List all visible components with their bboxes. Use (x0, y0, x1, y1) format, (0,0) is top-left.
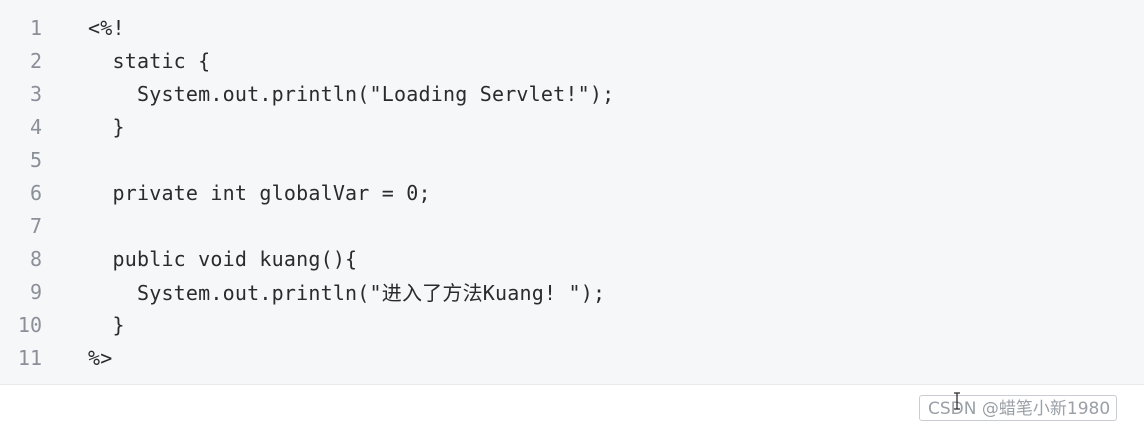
code-text: } (88, 114, 125, 139)
code-text: System.out.println("进入了方法Kuang! "); (88, 281, 606, 305)
csdn-watermark: CSDN @蜡笔小新1980 (919, 395, 1117, 421)
code-line-2: 2 static { (0, 44, 1144, 77)
code-block: 1 <%! 2 static { 3 System.out.println("L… (0, 11, 1144, 385)
code-text: static { (88, 48, 211, 73)
line-number: 3 (29, 81, 42, 106)
line-number: 6 (29, 180, 42, 205)
line-number: 9 (29, 279, 42, 304)
line-number: 7 (29, 213, 42, 238)
text-cursor-icon (954, 392, 960, 410)
code-text: <%! (88, 15, 125, 40)
code-text: public void kuang(){ (88, 246, 358, 271)
code-line-10: 10 } (0, 308, 1144, 341)
code-line-4: 4 } (0, 110, 1144, 143)
line-number: 5 (29, 147, 42, 172)
code-text: %> (88, 345, 113, 370)
code-line-1: 1 <%! (0, 11, 1144, 44)
code-line-11: 11 %> (0, 341, 1144, 374)
code-line-7: 7 (0, 209, 1144, 242)
line-number: 4 (29, 114, 42, 139)
line-number: 11 (17, 345, 42, 370)
code-line-3: 3 System.out.println("Loading Servlet!")… (0, 77, 1144, 110)
line-number: 10 (17, 312, 42, 337)
code-line-8: 8 public void kuang(){ (0, 242, 1144, 275)
code-line-6: 6 private int globalVar = 0; (0, 176, 1144, 209)
code-line-5: 5 (0, 143, 1144, 176)
line-number: 1 (29, 15, 42, 40)
code-text: } (88, 312, 125, 337)
code-text: private int globalVar = 0; (88, 180, 431, 205)
line-number: 2 (29, 48, 42, 73)
line-number: 8 (29, 246, 42, 271)
code-text: System.out.println("Loading Servlet!"); (88, 81, 615, 106)
code-line-9: 9 System.out.println("进入了方法Kuang! "); (0, 275, 1144, 308)
